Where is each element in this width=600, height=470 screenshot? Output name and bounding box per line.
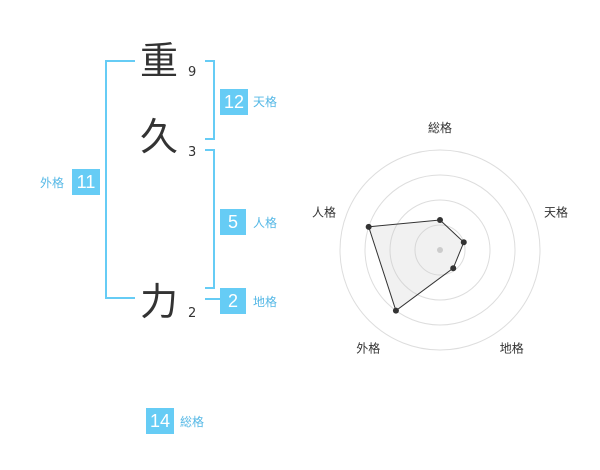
radar-grid-ring-2 (389, 199, 491, 301)
chikaku-bracket (205, 298, 220, 300)
tenkaku-value-box: 12 (220, 89, 248, 115)
radar-axis-label-3: 地格 (500, 341, 524, 356)
jinkaku-bracket-vertical (213, 149, 215, 289)
radar-axis-label-4: 外格 (356, 341, 380, 356)
radar-grid-ring-4 (339, 149, 541, 351)
gaikaku-value-box: 11 (72, 169, 100, 195)
radar-point-4 (392, 307, 399, 314)
radar-point-5 (365, 223, 372, 230)
jinkaku-bracket-top (205, 149, 215, 151)
radar-grid-ring-3 (364, 174, 516, 326)
chikaku-label: 地格 (253, 295, 278, 309)
soukaku-label: 総格 (180, 415, 205, 429)
gaikaku-bracket-vertical (105, 60, 107, 299)
jinkaku-value-box: 5 (220, 209, 246, 235)
tenkaku-bracket-bottom (205, 138, 215, 140)
radar-point-3 (450, 265, 457, 272)
stroke-count-2: 3 (188, 145, 197, 160)
chikaku-value-box: 2 (220, 288, 246, 314)
gaikaku-bracket-top (105, 60, 135, 62)
stroke-count-1: 9 (188, 65, 197, 80)
radar-axis-label-2: 天格 (544, 204, 568, 219)
stroke-count-3: 2 (188, 306, 197, 321)
jinkaku-bracket-bottom (205, 287, 215, 289)
radar-grid-ring-1 (414, 224, 466, 276)
radar-point-1 (437, 217, 443, 223)
tenkaku-bracket-top (205, 60, 215, 62)
gaikaku-label: 外格 (40, 176, 65, 190)
tenkaku-label: 天格 (253, 95, 278, 109)
radar-axis-label-5: 人格 (312, 204, 336, 219)
radar-center-dot (437, 247, 443, 253)
radar-point-2 (460, 239, 467, 246)
soukaku-value-box: 14 (146, 408, 174, 434)
gaikaku-bracket-bottom (105, 297, 135, 299)
jinkaku-label: 人格 (253, 216, 278, 230)
name-char-1: 重 (140, 39, 179, 83)
name-char-3: 力 (140, 280, 179, 324)
radar-axis-label-1: 総格 (428, 120, 452, 135)
radar-data-polygon (368, 219, 465, 312)
name-char-2: 久 (140, 115, 179, 159)
tenkaku-bracket-vertical (213, 60, 215, 140)
